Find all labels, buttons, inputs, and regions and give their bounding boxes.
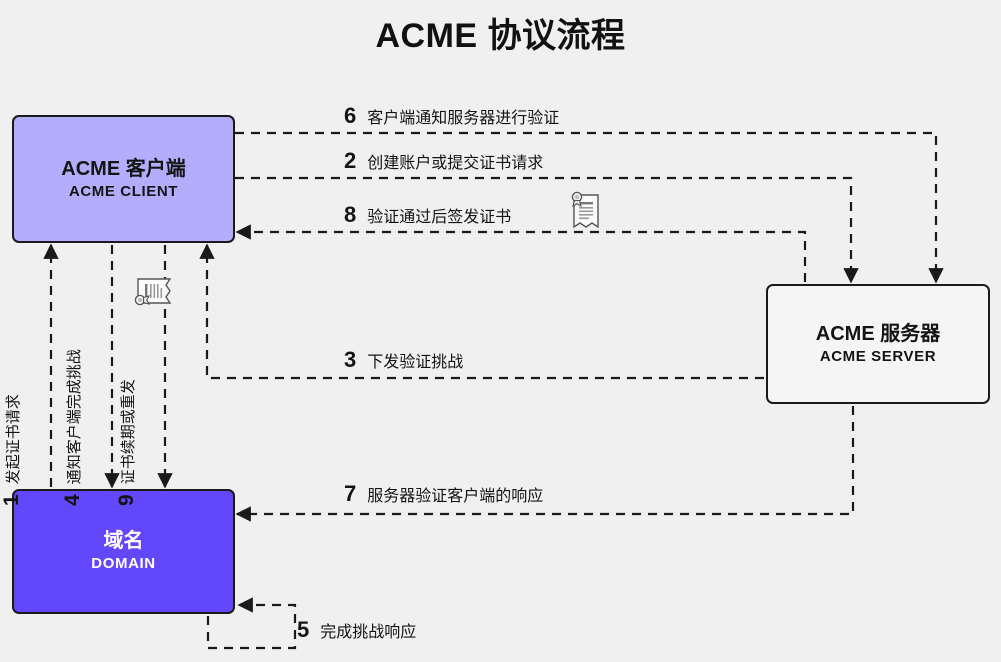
step-label-4: 4 通知客户端完成挑战 bbox=[61, 349, 85, 506]
step-number-6: 6 bbox=[344, 103, 357, 128]
certificate-icon-rotated bbox=[134, 278, 172, 306]
node-domain[interactable]: 域名 DOMAIN bbox=[12, 489, 235, 614]
step-number-1: 1 bbox=[0, 494, 23, 506]
step-text-1: 发起证书请求 bbox=[5, 394, 22, 485]
step-label-5: 5 完成挑战响应 bbox=[297, 617, 416, 643]
node-acme-client-title-en: ACME CLIENT bbox=[68, 182, 179, 200]
step-label-8: 8 验证通过后签发证书 bbox=[344, 202, 511, 228]
step-text-3: 下发验证挑战 bbox=[367, 354, 464, 371]
step-label-3: 3 下发验证挑战 bbox=[344, 347, 463, 373]
node-acme-server-title-cn: ACME 服务器 bbox=[815, 322, 941, 345]
step-text-8: 验证通过后签发证书 bbox=[367, 209, 512, 226]
step-number-5: 5 bbox=[297, 617, 310, 642]
connector-step-7 bbox=[235, 406, 855, 522]
node-acme-server[interactable]: ACME 服务器 ACME SERVER bbox=[766, 284, 990, 404]
step-text-5: 完成挑战响应 bbox=[320, 624, 417, 641]
step-text-4: 通知客户端完成挑战 bbox=[66, 349, 83, 485]
step-number-3: 3 bbox=[344, 347, 357, 372]
step-label-9: 9 证书续期或重发 bbox=[115, 379, 139, 506]
connector-step-6 bbox=[235, 131, 944, 284]
step-text-7: 服务器验证客户端的响应 bbox=[367, 488, 544, 505]
node-acme-server-title-en: ACME SERVER bbox=[819, 347, 937, 365]
step-label-6: 6 客户端通知服务器进行验证 bbox=[344, 103, 559, 129]
step-label-1: 1 发起证书请求 bbox=[0, 394, 24, 506]
step-number-2: 2 bbox=[344, 148, 357, 173]
certificate-icon bbox=[571, 191, 599, 229]
connector-step-8 bbox=[235, 224, 807, 282]
step-number-7: 7 bbox=[344, 481, 357, 506]
node-acme-client-title-cn: ACME 客户端 bbox=[61, 157, 186, 180]
step-label-2: 2 创建账户或提交证书请求 bbox=[344, 148, 543, 174]
node-acme-client[interactable]: ACME 客户端 ACME CLIENT bbox=[12, 115, 235, 243]
step-number-8: 8 bbox=[344, 202, 357, 227]
connector-step-2 bbox=[235, 176, 859, 284]
step-number-9: 9 bbox=[115, 494, 138, 506]
step-text-6: 客户端通知服务器进行验证 bbox=[367, 110, 560, 127]
step-text-9: 证书续期或重发 bbox=[120, 379, 137, 485]
step-number-4: 4 bbox=[61, 494, 84, 506]
node-domain-title-en: DOMAIN bbox=[91, 555, 156, 573]
connector-step-3 bbox=[199, 243, 764, 380]
page-title: ACME 协议流程 bbox=[375, 17, 626, 55]
step-label-7: 7 服务器验证客户端的响应 bbox=[344, 481, 543, 507]
node-domain-title-cn: 域名 bbox=[103, 530, 144, 553]
step-text-2: 创建账户或提交证书请求 bbox=[367, 155, 544, 172]
